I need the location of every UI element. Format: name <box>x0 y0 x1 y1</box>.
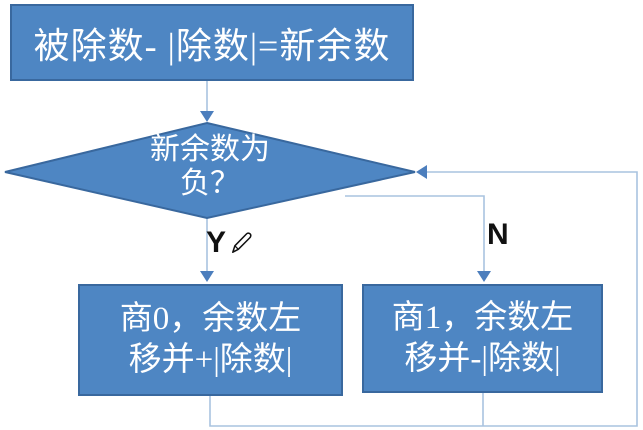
decision-text-line1: 新余数为 <box>150 133 270 166</box>
edge-label-no: N <box>487 220 509 250</box>
pencil-icon <box>232 232 252 253</box>
arrowhead-into-decision-right <box>416 165 427 179</box>
edge-label-yes: Y <box>206 228 255 258</box>
no-label-text: N <box>487 218 509 251</box>
decision-diamond-shape <box>4 121 416 220</box>
node-start: 被除数- |除数|=新余数 <box>10 4 414 81</box>
node-yes-box: 商0，余数左 移并+|除数| <box>78 284 343 396</box>
arrowhead-into-yes-box <box>200 271 214 282</box>
arrowhead-into-no-box <box>477 271 491 282</box>
no-box-line1: 商1，余数左 <box>391 299 574 336</box>
yes-label-text: Y <box>206 226 227 259</box>
yes-box-line2: 移并+|除数| <box>128 342 293 378</box>
node-start-text: 被除数- |除数|=新余数 <box>33 25 391 66</box>
node-no-box: 商1，余数左 移并-|除数| <box>362 284 603 393</box>
node-decision-text: 新余数为 负？ <box>85 133 335 201</box>
no-box-line2: 移并-|除数| <box>404 340 561 377</box>
yes-box-line1: 商0，余数左 <box>119 301 302 337</box>
arrowhead-into-decision-top <box>200 111 214 122</box>
decision-text-line2: 负？ <box>180 167 240 200</box>
connector-loop-back <box>209 171 638 427</box>
connector-decision-to-no-box <box>345 195 485 272</box>
